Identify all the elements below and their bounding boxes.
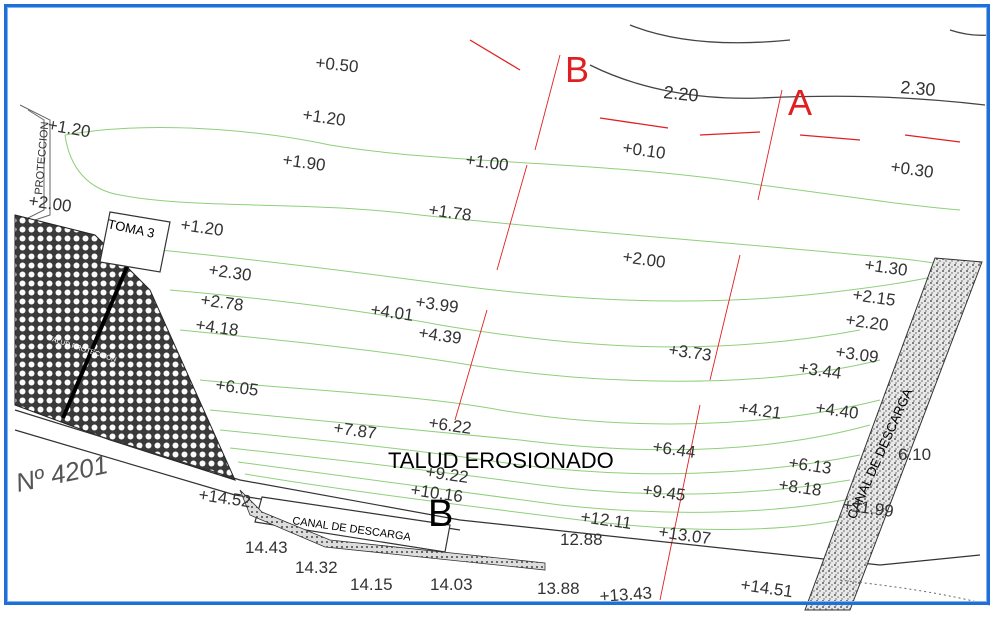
major-contours bbox=[589, 24, 991, 106]
toma-3-box bbox=[99, 211, 171, 273]
spot-value: 14.43 bbox=[245, 538, 288, 557]
contour-line bbox=[229, 447, 851, 495]
elevation: +13.43 bbox=[599, 583, 653, 606]
road-edge bbox=[879, 554, 981, 566]
section-line-a bbox=[709, 254, 741, 381]
canal-descarga-right bbox=[804, 257, 983, 611]
contour-line bbox=[159, 249, 941, 302]
section-line-b bbox=[534, 54, 561, 151]
spot-value: 14.32 bbox=[295, 558, 338, 577]
spot-values: 14.43 14.32 14.15 14.03 12.88 13.88 bbox=[245, 530, 603, 598]
elevation: +0.50 bbox=[315, 53, 360, 76]
section-line-b bbox=[454, 309, 488, 421]
contour-line bbox=[179, 329, 881, 382]
breakline bbox=[599, 117, 669, 129]
major-contour bbox=[949, 29, 991, 36]
contour-line bbox=[64, 134, 946, 266]
contour-label: 2.30 bbox=[900, 77, 937, 100]
major-contour bbox=[629, 24, 791, 44]
breakline bbox=[469, 39, 521, 71]
spot-value: 14.03 bbox=[430, 575, 473, 594]
contour-line bbox=[237, 461, 846, 513]
road-edge bbox=[14, 409, 881, 566]
contour-label: 2.20 bbox=[663, 82, 700, 106]
red-breaklines bbox=[469, 39, 961, 143]
structure-edge bbox=[27, 109, 45, 219]
breakline bbox=[799, 134, 861, 141]
contour-lines bbox=[64, 127, 961, 530]
section-line-b bbox=[496, 164, 528, 271]
major-contour bbox=[589, 64, 986, 106]
talud-proteccion-area bbox=[14, 214, 236, 481]
dotted-boundary bbox=[839, 579, 991, 606]
contour-line bbox=[169, 289, 861, 348]
elevation: 6.10 bbox=[898, 445, 931, 464]
section-line-a bbox=[659, 404, 701, 601]
contour-line bbox=[199, 379, 881, 425]
section-line-a bbox=[757, 89, 783, 201]
canal-rock-strip bbox=[239, 489, 546, 571]
contour-line bbox=[219, 429, 861, 475]
section-label-b-bottom: B bbox=[428, 493, 453, 535]
spot-value: 14.15 bbox=[350, 575, 393, 594]
contour-line bbox=[64, 127, 961, 211]
section-lines bbox=[454, 54, 783, 601]
talud-erosionado-label: TALUD EROSIONADO bbox=[388, 448, 614, 473]
image-frame bbox=[4, 4, 990, 605]
breakline bbox=[699, 131, 761, 136]
breakline bbox=[904, 134, 961, 143]
spot-value: 13.88 bbox=[537, 579, 580, 598]
section-label-a-top: A bbox=[788, 82, 812, 123]
contour-line bbox=[209, 409, 871, 451]
toma-conduit bbox=[61, 254, 134, 419]
spot-value: 12.88 bbox=[560, 530, 603, 549]
contour-line bbox=[244, 473, 841, 530]
section-label-b-top: B bbox=[565, 49, 589, 90]
